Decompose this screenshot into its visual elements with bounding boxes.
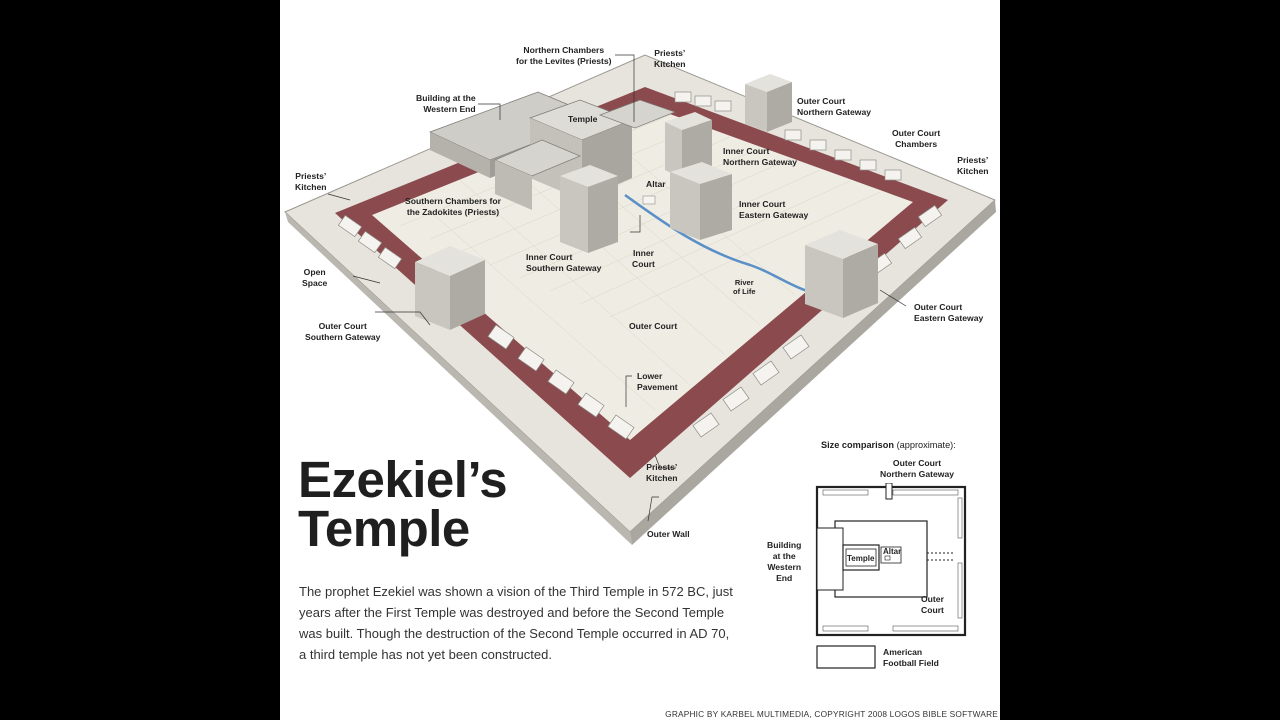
label-line: Western End [423,103,476,114]
label-priests-kitchen-w: Priests’ Kitchen [295,171,327,192]
label-line: Pavement [637,381,678,392]
size-comparison-title: Size comparison (approximate): [821,440,956,450]
label-line: Kitchen [295,181,327,192]
title-line-1: Ezekiel’s [298,451,508,508]
outer-wall-front-side [285,212,632,545]
label-line: Building at the [416,93,476,103]
outer-court-southern-gateway [415,246,485,330]
plan-label-altar: Altar [883,547,902,556]
label-line: Inner Court [739,199,786,209]
label-line: Priests’ [646,462,678,472]
label-line: at the [772,551,796,561]
label-line: Inner Court [526,252,573,262]
label-outer-wall: Outer Wall [647,529,690,539]
label-inner-court: Inner Court [632,248,655,269]
label-outer-court: Outer Court [629,321,678,331]
label-outer-court-southern-gateway: Outer Court Southern Gateway [305,321,380,342]
label-outer-court-northern-gateway: Outer Court Northern Gateway [797,96,871,117]
label-line: Kitchen [646,472,678,483]
label-line: Priests’ [957,155,989,165]
label-line: Space [302,277,328,288]
label-northern-chambers: Northern Chambers for the Levites (Pries… [516,45,612,66]
outer-court-eastern-gateway [805,230,878,318]
label-river-of-life: River of Life [733,278,756,296]
plan-label-northern-gateway: Outer Court Northern Gateway [880,458,954,479]
label-priests-kitchen-ne: Priests’ Kitchen [957,155,989,176]
label-line: American [883,647,923,657]
plan-label-football-field: American Football Field [883,647,939,668]
label-line: Northern Chambers [523,45,605,55]
label-line: Northern Gateway [797,106,872,117]
label-priests-kitchen-nw: Priests’ Kitchen [654,48,686,69]
label-line: River [734,278,754,287]
label-temple: Temple [568,114,598,124]
label-line: Outer Court [914,302,963,312]
label-priests-kitchen-s: Priests’ Kitchen [646,462,678,483]
label-line: Northern Gateway [723,156,798,167]
temple-complex-illustration [284,54,996,545]
inner-court-southern-gateway [560,165,618,253]
label-line: the Zadokites (Priests) [406,206,500,217]
label-line: Southern Gateway [305,331,381,342]
page-title: Ezekiel’s Temple [298,451,508,557]
label-line: Kitchen [957,165,989,176]
label-outer-court-chambers: Outer Court Chambers [892,128,940,149]
size-comparison-plan [815,483,967,669]
label-line: Court [921,604,944,615]
label-line: Lower [637,371,663,381]
size-comparison-title-bold: Size comparison [821,440,895,450]
label-line: Football Field [883,657,939,668]
label-line: Outer Court [797,96,846,106]
label-line: Western [767,562,802,572]
label-open-space: Open Space [302,267,327,288]
label-line: for the Levites (Priests) [516,55,612,66]
label-line: Inner Court [723,146,770,156]
label-altar: Altar [646,179,666,189]
label-line: Building [767,540,802,550]
title-line-2: Temple [298,500,470,557]
label-line: Outer Court [892,458,942,468]
label-inner-court-eastern-gateway: Inner Court Eastern Gateway [739,199,808,220]
label-line: End [776,573,793,583]
label-line: Court [632,258,655,269]
label-outer-court-eastern-gateway: Outer Court Eastern Gateway [914,302,983,323]
label-line: Outer [921,594,944,604]
label-building-western-end: Building at the Western End [416,93,476,114]
southern-chambers [494,139,581,177]
label-line: Kitchen [654,58,686,69]
outer-wall-front-side-east [630,200,996,545]
plan-label-temple: Temple [847,554,875,563]
label-line: of Life [733,287,756,296]
outer-court-northern-gateway [745,74,792,132]
label-line: Eastern Gateway [739,209,809,220]
label-lower-pavement: Lower Pavement [637,371,678,392]
label-line: Outer Court [892,128,941,138]
label-line: Eastern Gateway [914,312,984,323]
label-line: Open [303,267,326,277]
label-line: Priests’ [295,171,327,181]
altar-block [642,195,656,205]
temple-infographic: Northern Chambers for the Levites (Pries… [280,0,1000,720]
plan-label-outer-court: Outer Court [921,594,944,615]
river-of-life [624,193,841,302]
football-field [816,645,876,669]
label-line: Southern Gateway [526,262,602,273]
leader-lines [327,54,907,522]
credit-line: GRAPHIC BY KARBEL MULTIMEDIA, COPYRIGHT … [665,709,998,719]
label-line: Chambers [895,138,938,149]
size-comparison-title-rest: (approximate): [894,440,956,450]
label-line: Priests’ [654,48,686,58]
inner-court-eastern-gateway [670,162,732,240]
label-line: Northern Gateway [880,468,955,479]
label-line: Outer Court [318,321,367,331]
plan-label-building-western-end: Building at the Western End [767,540,801,584]
description-text: The prophet Ezekiel was shown a vision o… [299,584,733,662]
label-line: Southern Chambers for [405,196,501,206]
label-line: Inner [632,248,654,258]
label-inner-court-southern-gateway: Inner Court Southern Gateway [526,252,601,273]
label-inner-court-northern-gateway: Inner Court Northern Gateway [723,146,797,167]
northern-chambers [598,99,677,129]
label-southern-chambers: Southern Chambers for the Zadokites (Pri… [405,196,501,217]
